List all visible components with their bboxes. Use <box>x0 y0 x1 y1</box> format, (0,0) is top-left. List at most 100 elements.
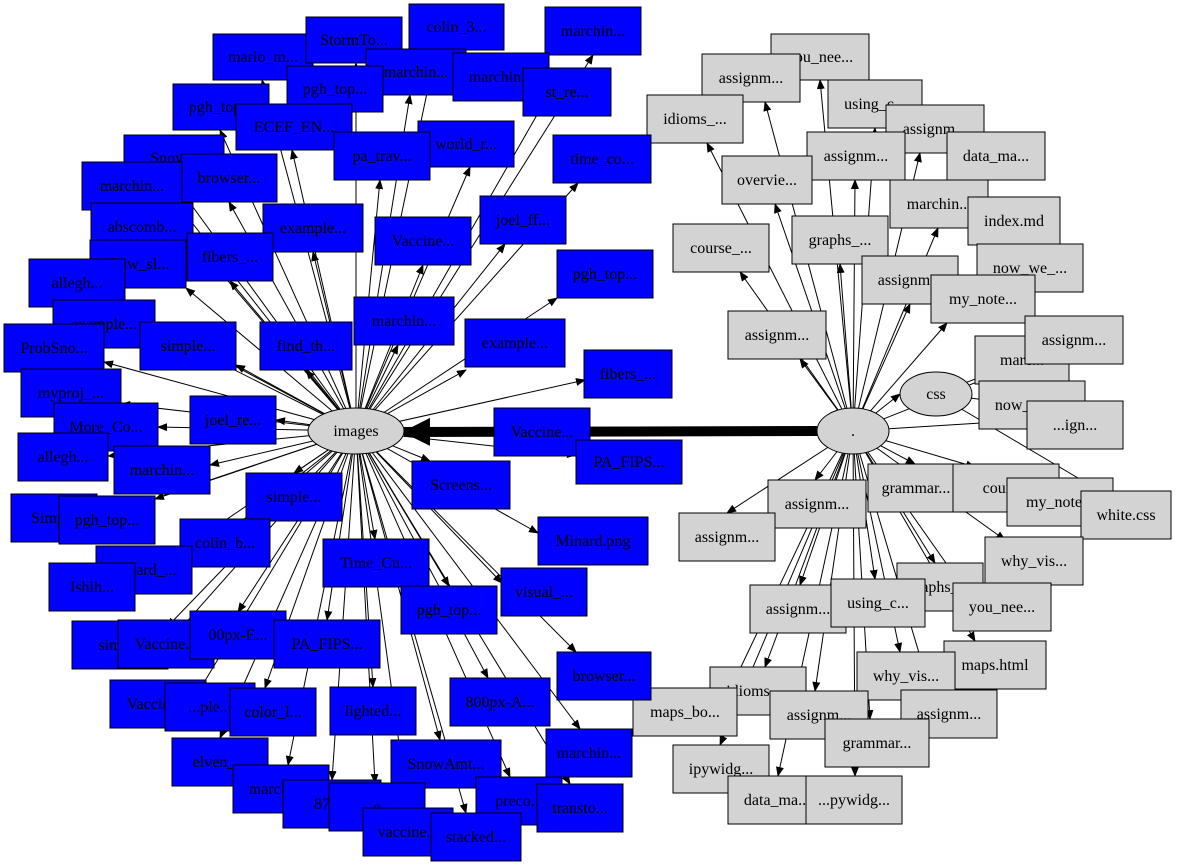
hub-node-label: css <box>926 386 946 403</box>
blue-node-label: ECEF_EN... <box>254 119 334 136</box>
gray-node-label: my_note... <box>1026 494 1094 511</box>
gray-node-box <box>867 463 965 513</box>
gray-node-label: ...pywidg... <box>818 792 890 809</box>
blue-node-label: simple... <box>267 489 322 506</box>
blue-node-box <box>545 728 633 778</box>
blue-node: joel_re... <box>189 395 277 445</box>
gray-node-box <box>727 310 827 360</box>
blue-node-box <box>430 812 522 862</box>
blue-node-box <box>411 460 511 510</box>
blue-node-label: pa_trav... <box>353 148 412 165</box>
blue-node-box <box>17 432 109 482</box>
blue-node-label: myproj_... <box>38 385 104 402</box>
gray-node-label: data_ma... <box>744 792 810 809</box>
blue-node: world_r... <box>417 120 515 168</box>
blue-node-label: Screens... <box>430 477 492 494</box>
blue-node: fibers_... <box>186 232 274 282</box>
blue-node-box <box>493 407 591 457</box>
gray-node-box <box>767 479 867 529</box>
gray-node-label: maps.html <box>961 657 1029 674</box>
graph-edge <box>355 264 424 432</box>
gray-node-box <box>701 53 801 103</box>
graph-edge <box>852 430 932 691</box>
graph-edge <box>355 54 594 432</box>
blue-node-box <box>273 619 381 669</box>
blue-node-box <box>235 103 353 151</box>
gray-node-label: assignm... <box>878 272 942 289</box>
hub-node-ellipse <box>899 371 973 417</box>
blue-node: Ishih... <box>48 562 136 612</box>
blue-node: st_re... <box>522 67 612 117</box>
blue-node: ProbSno... <box>3 323 105 373</box>
gray-node-box <box>1024 315 1124 365</box>
blue-node-label: time_co... <box>570 151 634 168</box>
blue-node-label: 00px-E... <box>208 627 267 644</box>
gray-node: assignm... <box>767 479 867 529</box>
gray-node: graphs_... <box>791 215 889 265</box>
blue-node-label: fibers_... <box>202 249 258 266</box>
blue-node: find_th... <box>259 321 353 371</box>
gray-node-box <box>1026 400 1124 450</box>
gray-node: assignm... <box>749 584 847 634</box>
blue-node-box <box>500 567 588 617</box>
blue-node-box <box>245 472 343 522</box>
blue-node-box <box>374 216 472 266</box>
blue-node-label: simple... <box>161 338 216 355</box>
blue-node-label: colin_b... <box>195 535 255 552</box>
blue-node-box <box>556 651 652 701</box>
blue-node: example... <box>262 203 364 253</box>
blue-node-box <box>537 516 649 566</box>
hub-node-ellipse <box>307 407 405 455</box>
graph-edge <box>173 180 357 432</box>
blue-node-label: ProbSno... <box>20 340 87 357</box>
blue-node-label: Time_Cu... <box>340 555 412 572</box>
blue-node-label: lighted... <box>345 703 401 720</box>
gray-node: data_ma... <box>946 131 1046 181</box>
gray-node: idioms_... <box>646 94 744 144</box>
blue-node-label: allegh... <box>37 449 88 466</box>
gray-node: using_c... <box>830 578 926 628</box>
blue-node: colin_b... <box>179 518 271 568</box>
blue-node-box <box>449 677 551 727</box>
gray-node-label: graphs_... <box>809 232 872 249</box>
gray-node: maps_bo... <box>632 687 738 737</box>
blue-node-label: vaccine... <box>378 824 439 841</box>
blue-node: marchin... <box>544 6 642 56</box>
gray-node: grammar... <box>867 463 965 513</box>
blue-node-label: joel_ff... <box>495 212 550 229</box>
gray-node-box <box>806 131 906 181</box>
blue-node-label: marchin... <box>557 745 621 762</box>
blue-node: SnowAmt... <box>390 739 502 789</box>
gray-node-label: now_we_... <box>993 260 1067 277</box>
blue-node-label: world_r... <box>435 136 497 153</box>
gray-node-label: ipywidg... <box>689 761 753 778</box>
blue-node-label: StormTo... <box>320 32 388 49</box>
blue-node-label: example... <box>280 220 346 237</box>
blue-node-box <box>353 296 455 346</box>
blue-node: time_co... <box>552 134 652 184</box>
blue-node-box <box>536 783 624 833</box>
blue-node: marchin... <box>113 445 211 495</box>
blue-node-box <box>262 203 364 253</box>
blue-node-box <box>575 439 683 485</box>
gray-node-label: you_nee... <box>787 49 853 66</box>
blue-node-label: example... <box>482 335 548 352</box>
blue-node-box <box>139 321 237 371</box>
gray-node-label: assignm... <box>1042 332 1106 349</box>
blue-node-label: allegh... <box>51 275 102 292</box>
gray-node-box <box>1080 490 1172 540</box>
blue-node-box <box>544 6 642 56</box>
gray-node: grammar... <box>824 718 930 768</box>
blue-node-box <box>229 687 317 737</box>
blue-node-box <box>58 495 156 545</box>
blue-node: PA_FIPS... <box>575 439 683 485</box>
blue-node-label: marchin... <box>384 64 448 81</box>
blue-node-box <box>479 195 567 245</box>
blue-node-label: ...ple... <box>188 699 232 716</box>
gray-node: assignm... <box>727 310 827 360</box>
graph-edge <box>324 430 357 621</box>
blue-node: example... <box>464 318 566 368</box>
blue-node: pgh_top... <box>400 585 498 635</box>
blue-node: Time_Cu... <box>322 538 430 588</box>
